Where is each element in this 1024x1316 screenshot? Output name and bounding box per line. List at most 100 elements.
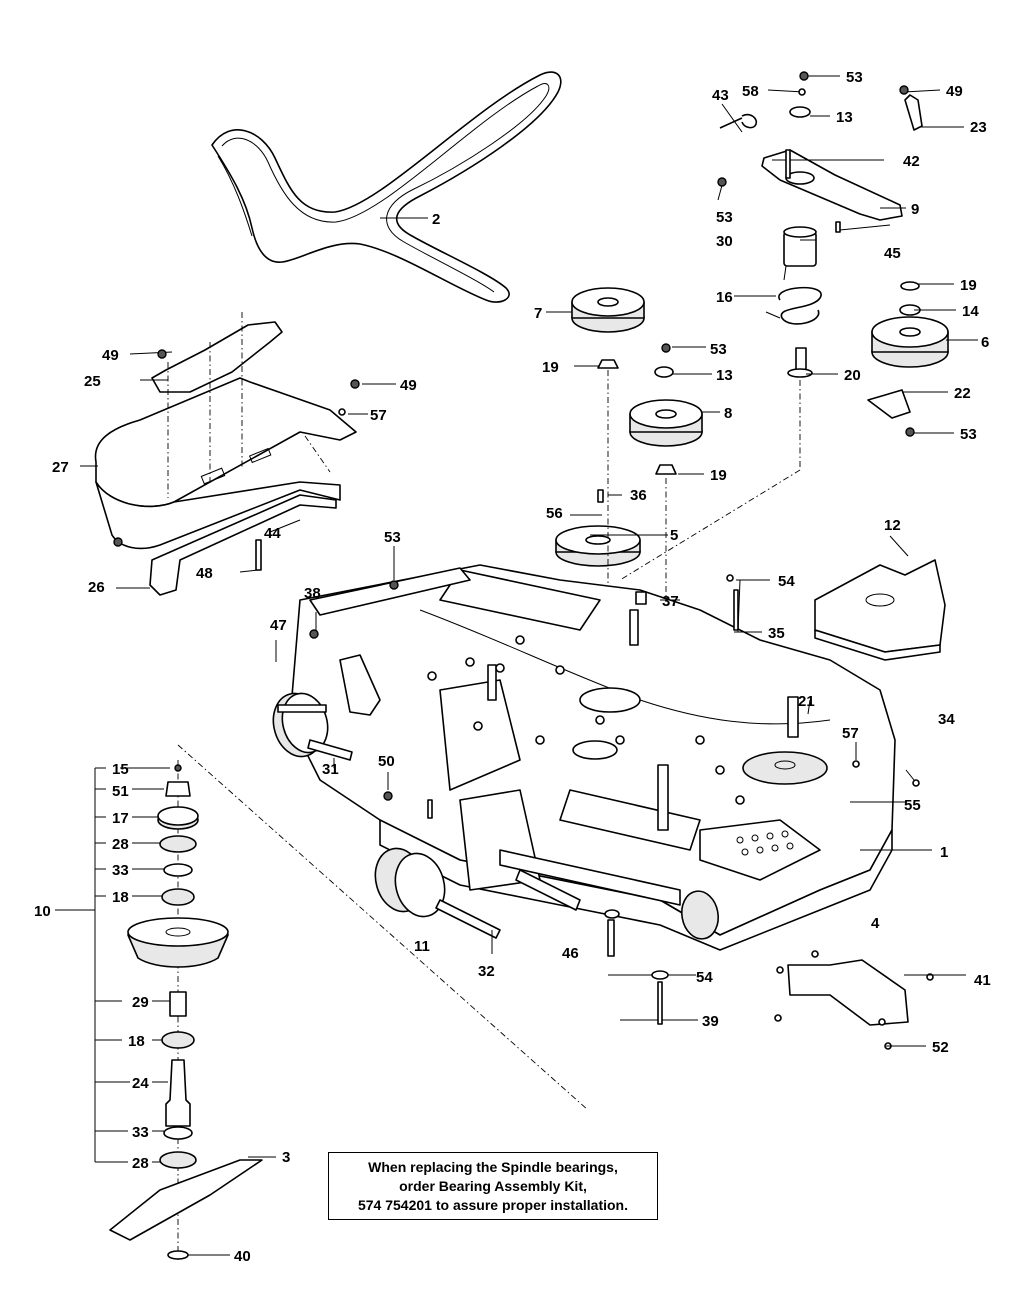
- bearing-18a: [161, 888, 195, 906]
- callout-21: 21: [798, 693, 815, 710]
- callout-49a: 49: [102, 347, 119, 364]
- callout-43: 43: [712, 87, 729, 104]
- callout-31: 31: [322, 761, 339, 778]
- callout-41: 41: [974, 972, 991, 989]
- blade-3: [109, 1159, 263, 1241]
- callout-55: 55: [904, 797, 921, 814]
- callout-33b: 33: [132, 1124, 149, 1141]
- callout-3: 3: [282, 1149, 290, 1166]
- callout-47: 47: [270, 617, 287, 634]
- callout-57b: 57: [842, 725, 859, 742]
- belt-cover-assembly: [94, 312, 357, 596]
- spindle-assembly-10: [55, 744, 589, 1260]
- axle-32: [435, 899, 501, 939]
- spacer-29: [169, 991, 187, 1017]
- spacer-19a: [597, 359, 619, 369]
- callout-26: 26: [88, 579, 105, 596]
- callout-15: 15: [112, 761, 129, 778]
- callout-4: 4: [871, 915, 880, 932]
- idler-arm-9: [761, 149, 903, 221]
- bolt-47: [277, 704, 327, 713]
- callout-23: 23: [970, 119, 987, 136]
- spacer-19b: [655, 464, 677, 475]
- callout-labels: 1 2 3 4 5 6 7 8 9 10 11 12 13 13 14 15 1…: [34, 69, 991, 1265]
- callout-53c: 53: [710, 341, 727, 358]
- shields: [774, 559, 946, 1050]
- mower-deck-1: [289, 564, 896, 951]
- vent-plate: [699, 819, 821, 881]
- bearing-28b: [159, 1151, 197, 1169]
- callout-18b: 18: [128, 1033, 145, 1050]
- spacer-19c: [900, 281, 920, 291]
- pulleys: [555, 281, 949, 760]
- callout-39: 39: [702, 1013, 719, 1030]
- callout-7: 7: [534, 305, 542, 322]
- drive-belt: [211, 71, 562, 303]
- callout-1: 1: [940, 844, 948, 861]
- callout-22: 22: [954, 385, 971, 402]
- callout-40: 40: [234, 1248, 251, 1265]
- callout-52: 52: [932, 1039, 949, 1056]
- side-shield-4: [787, 959, 909, 1026]
- deck-wheels: [272, 692, 720, 940]
- callout-54b: 54: [696, 969, 713, 986]
- callout-44: 44: [264, 525, 281, 542]
- callout-30: 30: [716, 233, 733, 250]
- callout-50: 50: [378, 753, 395, 770]
- spacer-33b: [163, 1126, 193, 1140]
- cover-support-26: [149, 494, 337, 596]
- spring-16: [778, 286, 822, 325]
- callout-53a: 53: [846, 69, 863, 86]
- bracket-22: [867, 389, 911, 419]
- callout-27: 27: [52, 459, 69, 476]
- callout-9: 9: [911, 201, 919, 218]
- callout-19b: 19: [710, 467, 727, 484]
- loose-hardware: [113, 71, 920, 1025]
- cover-bracket-25: [151, 321, 283, 393]
- callout-51: 51: [112, 783, 129, 800]
- callout-33a: 33: [112, 862, 129, 879]
- note-line-3: 574 754201 to assure proper installation…: [357, 1196, 628, 1213]
- callout-10: 10: [34, 903, 51, 920]
- spindle-top: [742, 751, 828, 785]
- callout-13b: 13: [716, 367, 733, 384]
- nut-15: [174, 764, 182, 772]
- callout-19c: 19: [960, 277, 977, 294]
- deck-hardware-nuts: [427, 635, 745, 805]
- callout-34: 34: [938, 711, 955, 728]
- callout-53d: 53: [960, 426, 977, 443]
- note-line-1: When replacing the Spindle bearings,: [368, 1158, 618, 1175]
- spindle-shaft-24: [165, 1059, 191, 1127]
- callout-29: 29: [132, 994, 149, 1011]
- callout-12: 12: [884, 517, 901, 534]
- callout-11: 11: [414, 938, 430, 955]
- callout-46: 46: [562, 945, 579, 962]
- callout-54a: 54: [778, 573, 795, 590]
- callout-6: 6: [981, 334, 989, 351]
- callout-32: 32: [478, 963, 495, 980]
- callout-37: 37: [662, 593, 679, 610]
- callout-49b: 49: [400, 377, 417, 394]
- callout-49c: 49: [946, 83, 963, 100]
- callout-17: 17: [112, 810, 129, 827]
- callout-35: 35: [768, 625, 785, 642]
- pin-23: [904, 94, 923, 131]
- bearing-kit-note: When replacing the Spindle bearings, ord…: [328, 1152, 658, 1220]
- callout-25: 25: [84, 373, 101, 390]
- callout-18a: 18: [112, 889, 129, 906]
- bolt-43: [719, 113, 758, 129]
- callout-28a: 28: [112, 836, 129, 853]
- spacer-33a: [163, 863, 193, 877]
- callout-42: 42: [903, 153, 920, 170]
- callout-19a: 19: [542, 359, 559, 376]
- bearing-18b: [161, 1031, 195, 1049]
- callout-16: 16: [716, 289, 733, 306]
- callout-20: 20: [844, 367, 861, 384]
- callout-24: 24: [132, 1075, 149, 1092]
- callout-56: 56: [546, 505, 563, 522]
- callout-57a: 57: [370, 407, 387, 424]
- callout-28b: 28: [132, 1155, 149, 1172]
- note-line-2: order Bearing Assembly Kit,: [399, 1177, 587, 1194]
- callout-45: 45: [884, 245, 901, 262]
